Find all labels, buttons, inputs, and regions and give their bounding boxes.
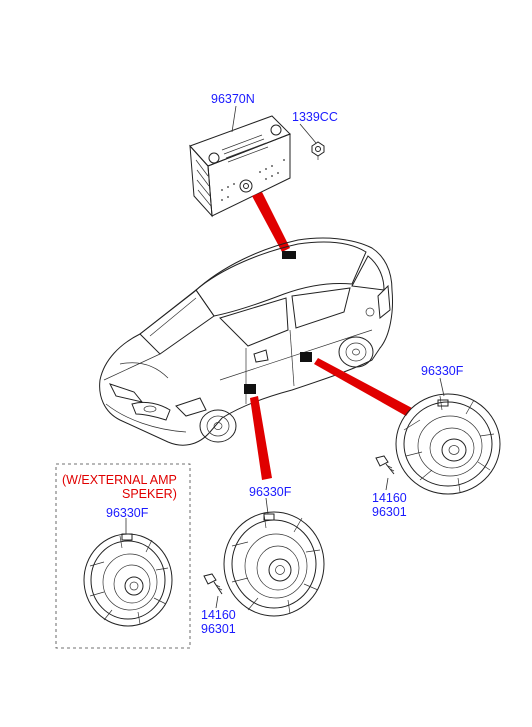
front-speaker[interactable]	[223, 511, 325, 617]
external-amp-note-line2: SPEKER)	[122, 487, 177, 501]
leader-amp-nut	[299, 123, 317, 144]
label-front-screw-1: 14160	[201, 608, 236, 622]
roof-speaker-mark	[282, 251, 296, 259]
leader-front-speaker	[265, 497, 269, 515]
rear-speaker[interactable]	[395, 393, 501, 495]
leader-rear-speaker	[439, 377, 445, 397]
label-front-speaker: 96330F	[249, 485, 292, 499]
pointer-amp-location	[252, 192, 290, 252]
label-amp-nut: 1339CC	[292, 110, 338, 124]
label-amp-module: 96370N	[211, 92, 255, 106]
alt-speaker[interactable]	[83, 533, 173, 627]
amplifier-module[interactable]	[189, 115, 291, 218]
label-alt-speaker: 96330F	[106, 506, 149, 520]
leader-amp-module	[231, 105, 237, 133]
pointer-front-speaker	[250, 396, 272, 480]
car-sedan	[99, 237, 393, 446]
nut-1339cc[interactable]	[311, 141, 325, 160]
external-amp-note-line1: (W/EXTERNAL AMP	[62, 473, 177, 487]
label-rear-screw-1: 14160	[372, 491, 407, 505]
front-screw[interactable]	[203, 573, 223, 595]
leader-rear-screw	[385, 477, 389, 491]
pointer-rear-speaker	[314, 358, 412, 416]
rear-screw[interactable]	[375, 455, 395, 475]
leader-front-screw	[215, 595, 219, 609]
front-door-speaker-mark	[244, 384, 256, 394]
label-rear-speaker: 96330F	[421, 364, 464, 378]
rear-door-speaker-mark	[300, 352, 312, 362]
label-front-screw-2: 96301	[201, 622, 236, 636]
label-rear-screw-2: 96301	[372, 505, 407, 519]
external-amp-box	[55, 463, 191, 649]
